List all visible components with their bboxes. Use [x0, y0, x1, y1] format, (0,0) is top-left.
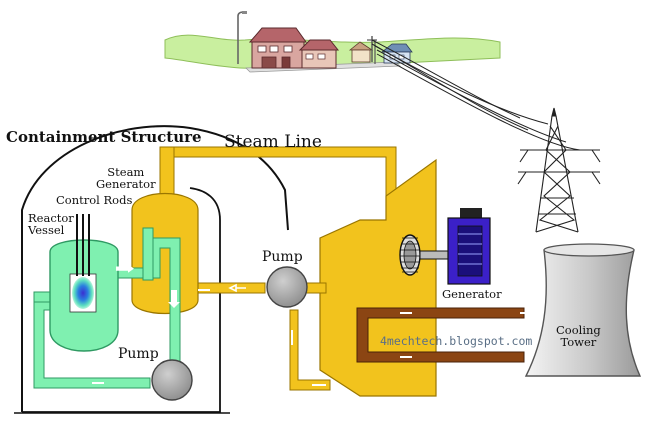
feedwater-pipe	[289, 309, 331, 391]
control-rods	[76, 214, 90, 276]
cooling-tower	[524, 243, 642, 377]
containment-structure-label: Containment Structure	[6, 128, 202, 146]
transmission-tower-icon	[517, 107, 601, 233]
pump-primary	[151, 359, 193, 401]
cooling-water-loop	[356, 307, 525, 363]
generator	[447, 208, 491, 285]
control-rods-label: Control Rods	[56, 193, 133, 207]
pump-secondary	[266, 266, 308, 308]
pump-secondary-label: Pump	[262, 249, 303, 265]
steam-generator-label: Steam Generator	[96, 165, 156, 192]
flow-arrows	[47, 264, 532, 386]
containment-structure	[14, 125, 289, 414]
landscape	[164, 11, 501, 73]
steam-line-label: Steam Line	[224, 132, 322, 152]
steam-generator	[131, 193, 199, 314]
turbine-rotor	[399, 234, 449, 276]
street-lamp-icon	[237, 11, 247, 64]
pump-primary-label: Pump	[118, 346, 159, 362]
reactor-vessel	[49, 214, 119, 352]
house-icon	[248, 27, 340, 69]
reactor-vessel-label: Reactor Vessel	[28, 211, 74, 238]
generator-label: Generator	[442, 287, 502, 301]
watermark-text: 4mechtech.blogspot.com	[380, 334, 533, 348]
cooling-tower-label: Cooling Tower	[556, 323, 601, 350]
